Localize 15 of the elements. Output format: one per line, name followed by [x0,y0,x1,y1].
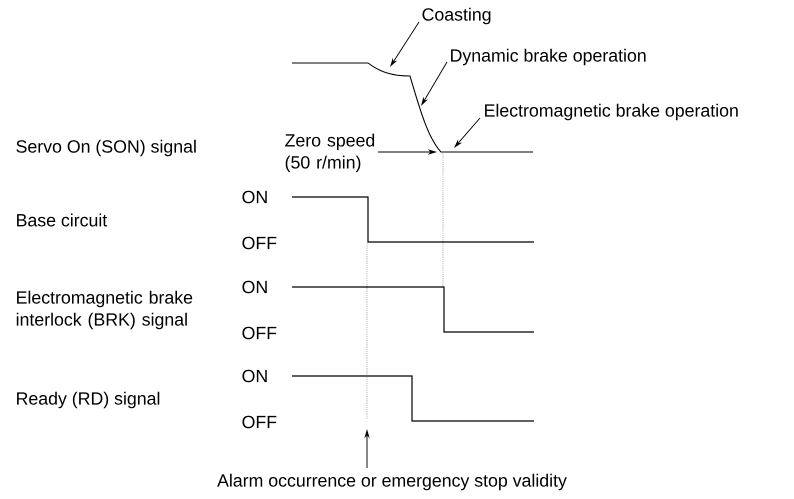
signal-label: ON [242,280,267,294]
annotation-text: Coasting [422,8,490,24]
signal-label: Base circuit [17,214,108,226]
annotation-text: Alarm occurrence or emergency stop validity [217,474,567,490]
annotation-text: Dynamic brake operation [451,48,646,66]
signal-label: Electromagnetic brake interlock (BRK) signal [16,290,192,330]
signal-label: OFF [242,236,276,250]
signal-label: ON [242,190,267,204]
signal-label: OFF [242,326,276,340]
signal-label: Ready (RD) signal [17,392,160,408]
signal-label: ON [242,370,267,382]
annotation-text: Electromagnetic brake operation [485,104,738,120]
signal-label: OFF [242,416,276,428]
signal-label: Servo On (SON) signal [16,140,196,156]
annotation-text: Zero speed (50 r/min) [285,134,374,172]
